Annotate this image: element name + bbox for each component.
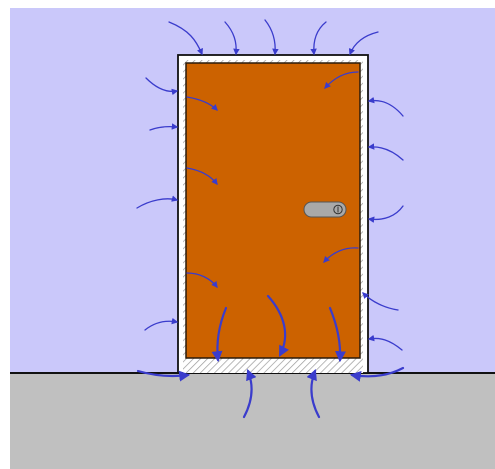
door-handle-icon [304,202,346,217]
